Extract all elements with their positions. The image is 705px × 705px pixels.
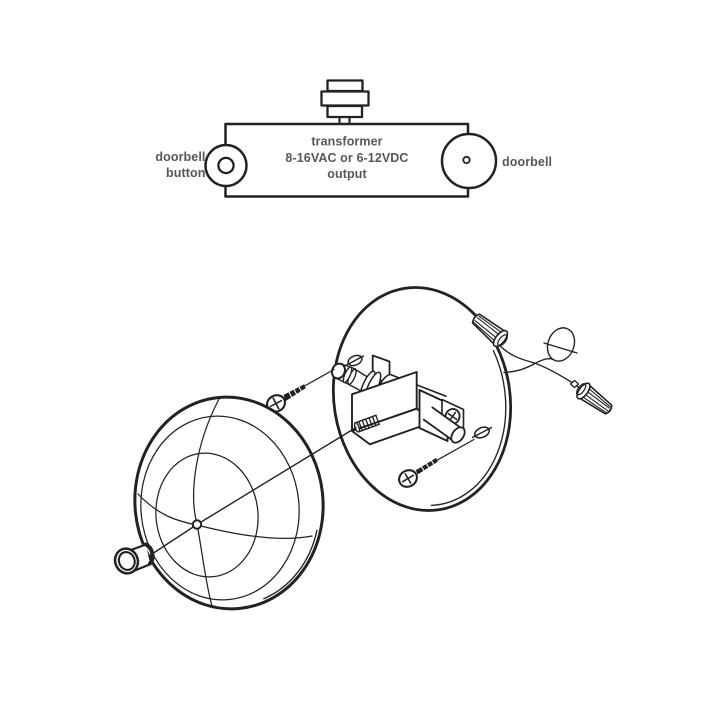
plunger-tip <box>330 362 371 394</box>
assembly-axis-line <box>148 426 357 557</box>
button-cover-dome <box>133 395 325 611</box>
wire-nut-lower <box>576 382 613 415</box>
exploded-assembly-diagram <box>113 286 613 611</box>
plunger-rod <box>422 406 466 444</box>
center-button-cap <box>113 542 155 575</box>
doorbell-button-node <box>204 143 248 188</box>
mounting-bracket <box>330 354 466 446</box>
wire-nut-upper <box>471 313 509 348</box>
screw-hole-marker-right <box>471 426 493 439</box>
mounting-screw-lower <box>398 438 475 488</box>
guide-line-lower <box>437 438 475 461</box>
transformer-label-line1: transformer <box>311 135 382 149</box>
dome-rim <box>263 529 318 600</box>
doorbell-button-label-line2: button <box>166 166 205 180</box>
transformer-label-line2: 8-16VAC or 6-12VDC <box>285 151 408 165</box>
wire-bead <box>569 379 580 389</box>
transformer-label-line3: output <box>327 167 367 181</box>
doorbell-node <box>440 132 498 190</box>
wire-loop-slot <box>543 342 578 354</box>
wire-loop <box>546 327 576 362</box>
guide-line-upper <box>304 368 335 387</box>
backplate-rim <box>430 349 507 507</box>
mounting-screw-upper <box>266 368 335 413</box>
doorbell-wires <box>498 327 582 390</box>
dome-center-hole <box>191 519 203 530</box>
transformer-symbol <box>320 79 370 126</box>
dome-contour-inner <box>155 452 259 578</box>
doorbell-label: doorbell <box>502 155 552 169</box>
screw-hole-marker-upper <box>345 354 365 367</box>
wiring-schematic: doorbell button doorbell transformer 8-1… <box>155 79 552 198</box>
doorbell-button-label-line1: doorbell <box>155 150 205 164</box>
